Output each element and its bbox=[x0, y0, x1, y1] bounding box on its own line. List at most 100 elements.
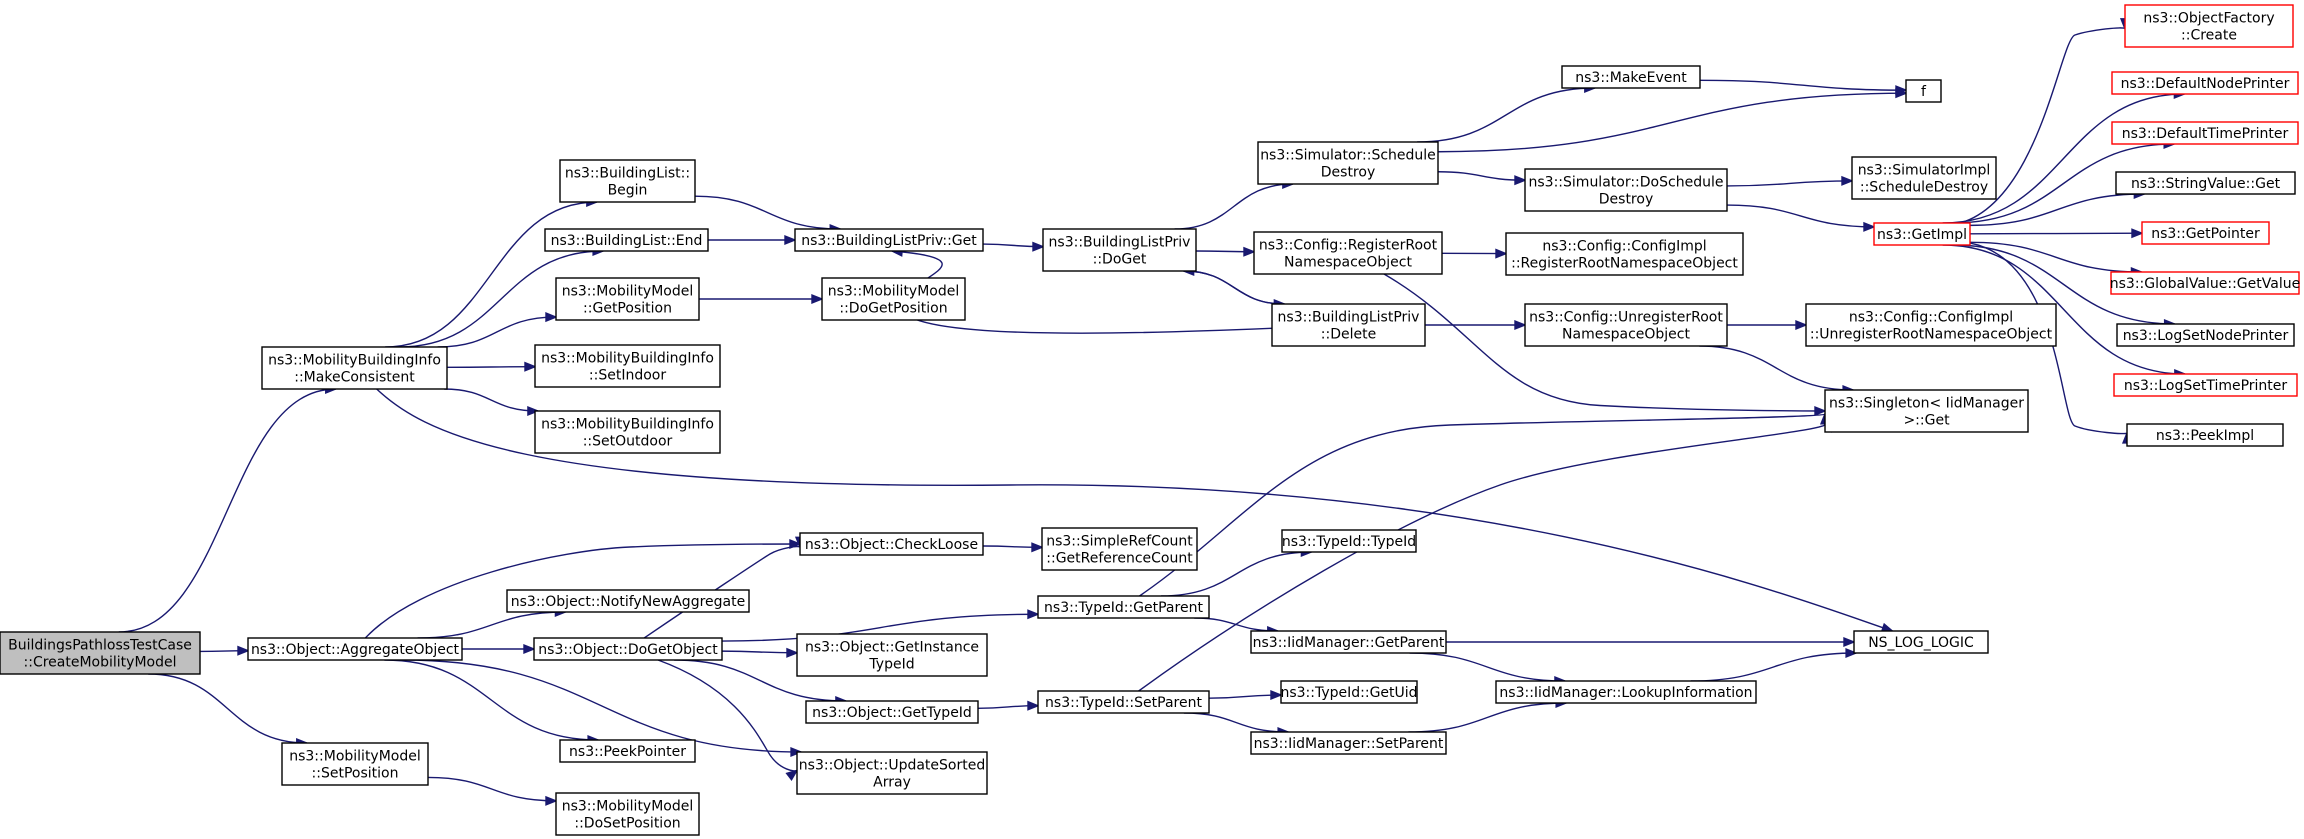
edge-line bbox=[1952, 143, 2175, 224]
edge-line bbox=[384, 659, 599, 741]
node-notifyagg[interactable]: ns3::Object::NotifyNewAggregate bbox=[506, 589, 750, 613]
node-label: ::DoSetPosition bbox=[574, 816, 680, 832]
node-label: ns3::SimulatorImpl bbox=[1858, 163, 1991, 179]
node-label: Array bbox=[873, 775, 911, 791]
node-tid_getparent[interactable]: ns3::TypeId::GetParent bbox=[1037, 595, 1210, 619]
edge-blp_delete-to-cfg_unregroot bbox=[1424, 319, 1527, 331]
node-mm_setpos[interactable]: ns3::MobilityModel::SetPosition bbox=[281, 742, 429, 786]
edge-arrowhead bbox=[1895, 85, 1908, 96]
edge-dogetobj-to-checkloose bbox=[643, 536, 806, 639]
node-srefcount[interactable]: ns3::SimpleRefCount::GetReferenceCount bbox=[1041, 527, 1198, 571]
edge-line bbox=[417, 611, 566, 639]
node-mbi_indoor[interactable]: ns3::MobilityBuildingInfo::SetIndoor bbox=[534, 344, 721, 388]
node-sim_schedestroy[interactable]: ns3::Simulator::ScheduleDestroy bbox=[1257, 141, 1439, 185]
node-label: ::Delete bbox=[1321, 327, 1376, 343]
node-logsetnode[interactable]: ns3::LogSetNodePrinter bbox=[2116, 323, 2295, 347]
edge-sim_schedestroy-to-makeevent bbox=[1417, 82, 1597, 143]
node-blp_doget[interactable]: ns3::BuildingListPriv::DoGet bbox=[1042, 228, 1197, 272]
node-objfactory[interactable]: ns3::ObjectFactory::Create bbox=[2124, 4, 2294, 48]
node-tid_getuid[interactable]: ns3::TypeId::GetUid bbox=[1280, 680, 1418, 704]
node-cfgimpl_unregroot[interactable]: ns3::Config::ConfigImpl::UnregisterRootN… bbox=[1805, 303, 2057, 347]
node-getpointer[interactable]: ns3::GetPointer bbox=[2141, 221, 2270, 245]
node-label: ns3::Object::CheckLoose bbox=[805, 537, 978, 553]
node-blp_delete[interactable]: ns3::BuildingListPriv::Delete bbox=[1271, 303, 1426, 347]
node-box bbox=[1505, 232, 1744, 276]
node-iid_setparent[interactable]: ns3::IidManager::SetParent bbox=[1250, 731, 1447, 755]
node-box bbox=[1824, 389, 2029, 433]
node-mm_dosetpos[interactable]: ns3::MobilityModel::DoSetPosition bbox=[555, 792, 700, 836]
node-box bbox=[1905, 79, 1942, 103]
node-gettypeid[interactable]: ns3::Object::GetTypeId bbox=[805, 700, 979, 724]
node-tid_setparent[interactable]: ns3::TypeId::SetParent bbox=[1037, 690, 1210, 714]
node-globalvalue[interactable]: ns3::GlobalValue::GetValue bbox=[2110, 271, 2300, 295]
edge-line bbox=[1174, 183, 1293, 230]
edge-line bbox=[399, 250, 604, 348]
node-bl_begin[interactable]: ns3::BuildingList::Begin bbox=[559, 159, 696, 203]
node-nslog[interactable]: NS_LOG_LOGIC bbox=[1853, 630, 1989, 654]
node-strvalue[interactable]: ns3::StringValue::Get bbox=[2115, 171, 2296, 195]
node-mbi_make[interactable]: ns3::MobilityBuildingInfo::MakeConsisten… bbox=[261, 346, 448, 390]
node-label: ns3::TypeId::GetUid bbox=[1280, 685, 1417, 701]
node-singleton[interactable]: ns3::Singleton< IidManager >::Get bbox=[1824, 389, 2029, 433]
node-bl_end[interactable]: ns3::BuildingList::End bbox=[544, 228, 709, 252]
node-simimpl_schedestroy[interactable]: ns3::SimulatorImpl::ScheduleDestroy bbox=[1851, 156, 1997, 200]
edge-tid_setparent-to-tid_getuid bbox=[1208, 689, 1283, 701]
edge-makeevent-to-f bbox=[1699, 79, 1908, 96]
node-label: TypeId bbox=[868, 657, 914, 673]
node-peekimpl[interactable]: ns3::PeekImpl bbox=[2126, 423, 2284, 447]
node-label: ::UnregisterRootNamespaceObject bbox=[1810, 327, 2053, 343]
edge-cfg_unregroot-to-singleton bbox=[1699, 345, 1856, 396]
node-checkloose[interactable]: ns3::Object::CheckLoose bbox=[799, 532, 984, 556]
node-iid_getparent[interactable]: ns3::IidManager::GetParent bbox=[1250, 630, 1447, 654]
node-f[interactable]: f bbox=[1905, 79, 1942, 103]
node-label: ns3::Simulator::DoSchedule bbox=[1529, 175, 1724, 191]
edge-line bbox=[402, 659, 802, 753]
node-mm_getpos[interactable]: ns3::MobilityModel::GetPosition bbox=[555, 277, 700, 321]
node-logsettime[interactable]: ns3::LogSetTimePrinter bbox=[2113, 373, 2298, 397]
node-cfg_unregroot[interactable]: ns3::Config::UnregisterRootNamespaceObje… bbox=[1524, 303, 1728, 347]
edge-line bbox=[376, 388, 1893, 632]
node-box bbox=[534, 344, 721, 388]
node-label: ::Create bbox=[2181, 28, 2237, 44]
node-label: f bbox=[1921, 84, 1927, 100]
node-cfg_regroot[interactable]: ns3::Config::RegisterRootNamespaceObject bbox=[1253, 231, 1443, 275]
edge-getimpl-to-globalvalue bbox=[1969, 241, 2144, 278]
edge-line bbox=[437, 316, 557, 348]
node-makeevent[interactable]: ns3::MakeEvent bbox=[1561, 65, 1701, 89]
node-blp_get[interactable]: ns3::BuildingListPriv::Get bbox=[794, 228, 984, 252]
node-box bbox=[2111, 71, 2299, 95]
node-deftime[interactable]: ns3::DefaultTimePrinter bbox=[2111, 121, 2299, 145]
edge-cfg_regroot-to-cfgimpl_regroot bbox=[1441, 248, 1508, 259]
node-label: ::RegisterRootNamespaceObject bbox=[1511, 256, 1738, 272]
node-aggregate[interactable]: ns3::Object::AggregateObject bbox=[247, 637, 463, 661]
edge-arrowhead bbox=[527, 405, 540, 417]
node-label: ns3::Object::GetTypeId bbox=[812, 705, 972, 721]
edge-arrowhead bbox=[523, 643, 536, 655]
node-mm_dogetpos[interactable]: ns3::MobilityModel::DoGetPosition bbox=[821, 277, 966, 321]
node-iid_lookup[interactable]: ns3::IidManager::LookupInformation bbox=[1495, 680, 1757, 704]
node-box bbox=[1253, 231, 1443, 275]
node-peekptr[interactable]: ns3::PeekPointer bbox=[559, 739, 696, 763]
edge-gettypeid-to-tid_setparent bbox=[977, 700, 1040, 711]
edge-mbi_make-to-mm_getpos bbox=[437, 312, 558, 348]
edge-root-to-mbi_make bbox=[118, 383, 338, 633]
node-box bbox=[2113, 373, 2298, 397]
node-label: ns3::MobilityModel bbox=[562, 284, 694, 300]
node-tid_typeid[interactable]: ns3::TypeId::TypeId bbox=[1281, 529, 1417, 553]
edge-line bbox=[148, 673, 307, 744]
edge-arrowhead bbox=[1795, 319, 1808, 331]
node-box bbox=[1495, 680, 1757, 704]
node-cfgimpl_regroot[interactable]: ns3::Config::ConfigImpl::RegisterRootNam… bbox=[1505, 232, 1744, 276]
node-label: ns3::IidManager::SetParent bbox=[1254, 736, 1444, 752]
node-getimpl[interactable]: ns3::GetImpl bbox=[1873, 222, 1971, 246]
node-mbi_outdoor[interactable]: ns3::MobilityBuildingInfo::SetOutdoor bbox=[534, 410, 721, 454]
node-label: ns3::Config::UnregisterRoot bbox=[1529, 310, 1723, 326]
node-box bbox=[1041, 527, 1198, 571]
edge-arrowhead bbox=[1514, 175, 1527, 186]
node-defnode[interactable]: ns3::DefaultNodePrinter bbox=[2111, 71, 2299, 95]
node-root[interactable]: BuildingsPathlossTestCase::CreateMobilit… bbox=[0, 631, 201, 675]
node-dogetobj[interactable]: ns3::Object::DoGetObject bbox=[533, 637, 723, 661]
